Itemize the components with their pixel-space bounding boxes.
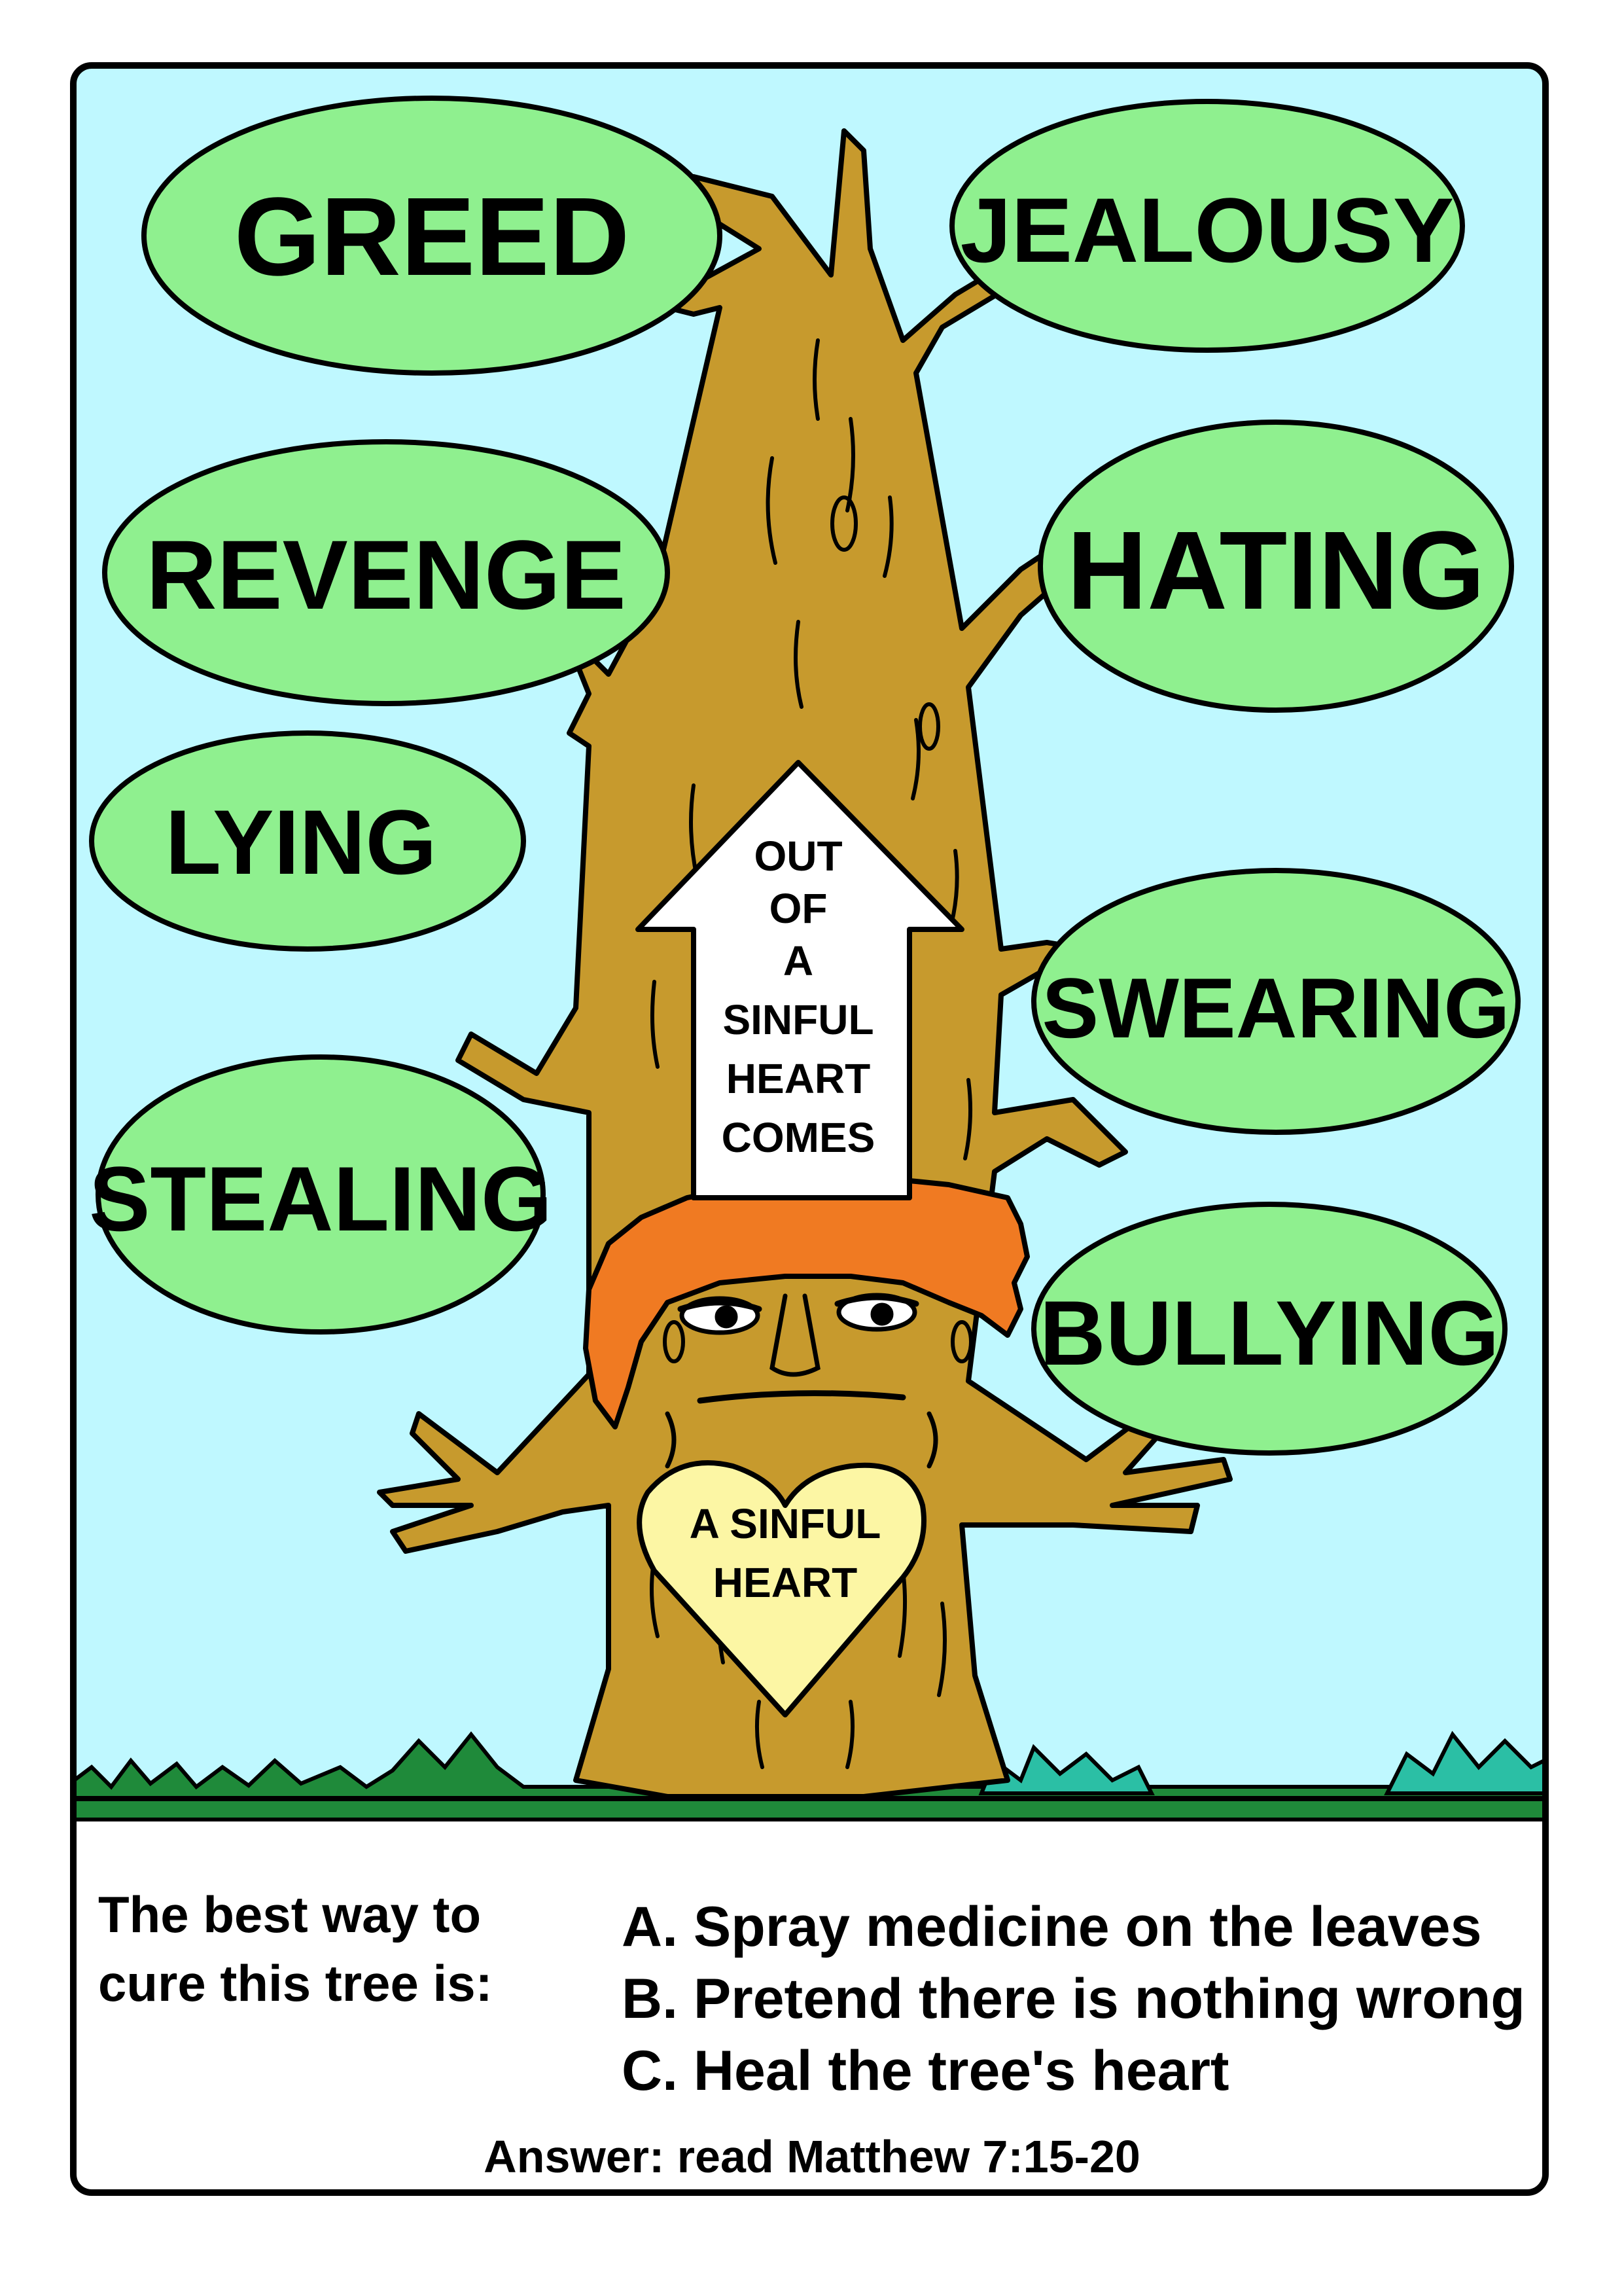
grass-tufts-right — [978, 1731, 1545, 1795]
mouth — [697, 1390, 906, 1404]
leaf-revenge: REVENGE — [102, 439, 670, 706]
answer-reference: Answer: read Matthew 7:15-20 — [484, 2131, 1140, 2182]
leaf-label-revenge: REVENGE — [146, 520, 626, 630]
leaf-swearing: SWEARING — [1031, 868, 1521, 1135]
leaf-label-stealing: STEALING — [89, 1147, 552, 1250]
heart-label-line2: HEART — [713, 1559, 857, 1606]
tree-face — [665, 1293, 938, 1469]
arrow-line-sinful: SINFUL — [722, 996, 874, 1043]
arrow-line-comes: COMES — [722, 1114, 875, 1161]
leaf-label-jealousy: JEALOUSY — [961, 179, 1455, 281]
leaf-label-greed: GREED — [234, 175, 630, 299]
sinful-heart — [637, 1460, 927, 1717]
arrow-line-out: OUT — [754, 833, 842, 880]
answer-panel — [73, 1820, 1545, 2193]
question-line-1: The best way to — [98, 1886, 482, 1943]
leaf-label-hating: HATING — [1067, 509, 1485, 633]
option-a: A. Spray medicine on the leaves — [622, 1895, 1482, 1958]
leaf-stealing: STEALING — [89, 1054, 552, 1335]
heart-label-line1: A SINFUL — [690, 1500, 881, 1547]
option-b: B. Pretend there is nothing wrong — [622, 1967, 1525, 2030]
question-line-2: cure this tree is: — [98, 1954, 493, 2012]
nose — [769, 1293, 821, 1377]
page-frame — [70, 62, 1549, 2196]
leaves: GREED JEALOUSY REVENGE HATING LYING SWEA… — [89, 96, 1521, 1456]
leaf-bullying: BULLYING — [1031, 1202, 1508, 1456]
option-c: C. Heal the tree's heart — [622, 2039, 1229, 2102]
leaf-jealousy: JEALOUSY — [949, 99, 1465, 353]
arrow-line-a: A — [783, 937, 813, 984]
leaf-lying: LYING — [89, 730, 526, 952]
arrow-line-heart: HEART — [726, 1055, 870, 1102]
leaf-label-lying: LYING — [166, 791, 437, 893]
leaf-hating: HATING — [1038, 420, 1514, 713]
leaf-greed: GREED — [141, 96, 722, 376]
leaf-label-bullying: BULLYING — [1040, 1282, 1500, 1384]
arrow-line-of: OF — [769, 885, 828, 932]
up-arrow — [635, 760, 964, 1200]
leaf-label-swearing: SWEARING — [1042, 960, 1510, 1056]
